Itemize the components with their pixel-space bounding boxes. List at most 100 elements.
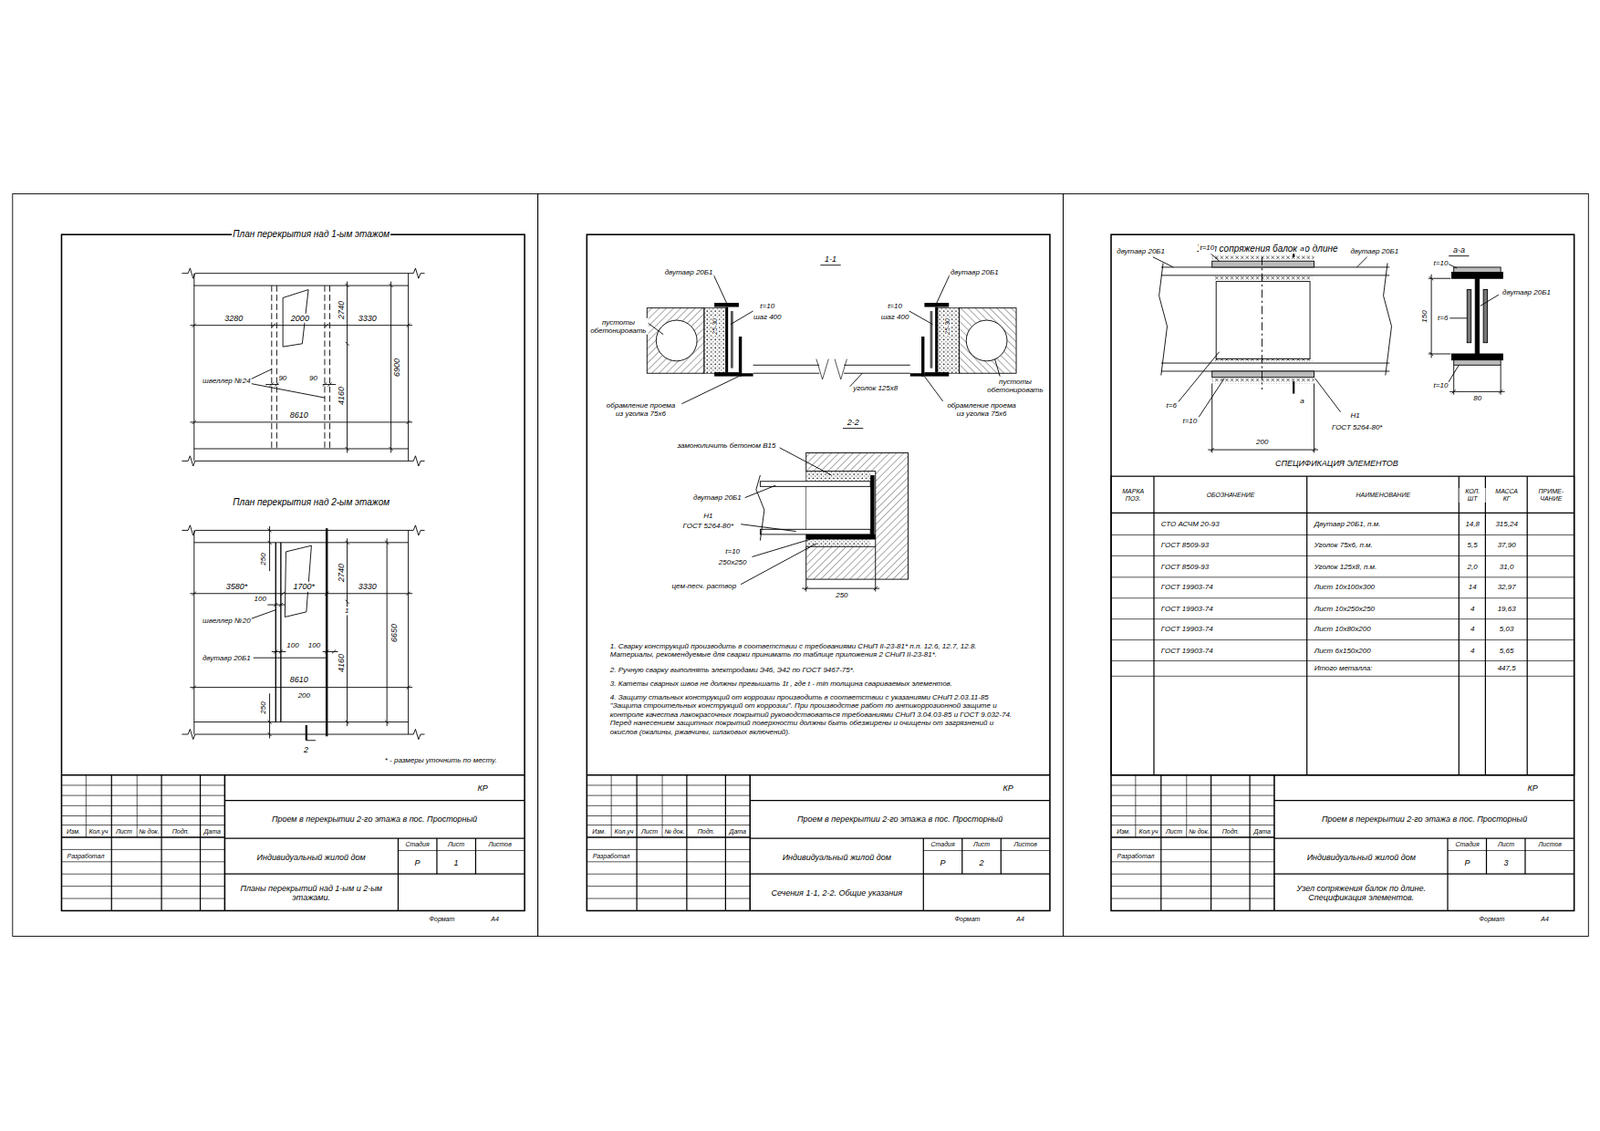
drawing-label: Лист 6х150х200 (1313, 646, 1372, 655)
drawing-label: ГОСТ 8509-93 (1160, 541, 1210, 551)
drawing-label: СТО АСЧМ 20-93 (1160, 519, 1221, 529)
drawing-label: пустоты обетонировать (986, 377, 1046, 395)
drawing-label: Р (939, 858, 947, 868)
drawing-label: Стадия (404, 841, 430, 849)
drawing-label: ГОСТ 8509-93 (1160, 562, 1210, 572)
drawing-label: № док. (663, 828, 686, 836)
drawing-label: Лист (972, 841, 991, 849)
drawing-label: Лист (640, 828, 659, 836)
drawing-label: Проем в перекрытии 2-го этажа в пос. Про… (270, 814, 478, 824)
drawing-label: 80 (1472, 394, 1483, 404)
drawing-label: 90 (308, 374, 319, 383)
drawing-label: t=10 (758, 301, 776, 311)
drawing-label: Стадия (929, 841, 956, 849)
drawing-label: 250 (259, 701, 268, 716)
drawing-label: Кол.уч (87, 828, 109, 836)
drawing-label: 37,90 (1496, 541, 1517, 551)
drawing-label: двутавр 20Б1 (1501, 288, 1552, 297)
drawing-label: 2740 (335, 300, 345, 321)
drawing-label: Разработал (592, 851, 632, 860)
drawing-label: Лист 10х80х200 (1313, 625, 1372, 634)
drawing-label: 14,8 (1464, 519, 1481, 529)
drawing-label: А4 (1539, 915, 1550, 924)
drawing-label: 250х250 (717, 559, 749, 568)
drawing-label: пустоты обетонировать (589, 318, 649, 335)
drawing-label: 4 (1469, 646, 1476, 655)
drawing-label: Узел сопряжения балок по длине (1195, 243, 1339, 255)
drawing-label: а-а (1452, 245, 1466, 255)
drawing-label: Дата (202, 828, 221, 836)
drawing-label: Изм. (591, 828, 607, 836)
drawing-label: обрамление проема из уголка 75х6 (602, 400, 681, 417)
drawing-label: Формат (1478, 915, 1507, 924)
drawing-label: Лист 10х250х250 (1313, 604, 1376, 613)
drawing-label: а (1298, 244, 1305, 253)
drawing-label: t=10 (1433, 259, 1450, 268)
drawing-label: Планы перекрытий над 1-ым и 2-ым этажами… (228, 883, 395, 903)
drawing-label: t=10 (1433, 381, 1450, 390)
drawing-label: Подп. (171, 828, 191, 836)
drawing-label: 1-1 (823, 254, 838, 264)
drawing-label: ГОСТ 5264-80* (682, 522, 735, 531)
drawing-label: 5,03 (1498, 625, 1516, 634)
drawing-label: двутавр 20Б1 (1115, 248, 1166, 257)
drawing-label: обрамление проема из уголка 75х6 (942, 400, 1021, 417)
drawing-label: № док. (1187, 828, 1211, 836)
drawing-label: № док. (137, 828, 161, 836)
drawing-label: 8610 (289, 675, 310, 685)
drawing-label: ГОСТ 19903-74 (1160, 583, 1215, 593)
drawing-label: 447,5 (1496, 664, 1517, 674)
drawing-label: ПРИМЕ- ЧАНИЕ (1529, 487, 1573, 502)
drawing-label: 4160 (335, 385, 345, 406)
drawing-label: двутавр 20Б1 (949, 268, 1000, 277)
drawing-label: 2 (978, 858, 986, 868)
drawing-label: 250 (259, 551, 268, 566)
drawing-label: Индивидуальный жилой дом (1306, 851, 1417, 862)
drawing-label: Листов (487, 841, 513, 849)
drawing-label: А4 (489, 915, 500, 924)
drawing-label: * - размеры уточнить по месту. (384, 757, 499, 766)
drawing-label: 3330 (357, 313, 378, 323)
drawing-label: Р (1464, 858, 1472, 868)
drawing-label: ГОСТ 19903-74 (1160, 646, 1215, 655)
drawing-label: Листов (1537, 841, 1563, 849)
drawing-label: Изм. (65, 828, 82, 836)
drawing-label: 8610 (289, 410, 310, 420)
drawing-label: 3330 (357, 581, 378, 592)
drawing-label: t=10 (1198, 243, 1216, 252)
drawing-label: Итого металла: (1313, 664, 1374, 674)
drawing-label: ГОСТ 19903-74 (1160, 625, 1215, 634)
drawing-label: Дата (728, 828, 748, 836)
drawing-label: 100 (285, 641, 300, 650)
drawing-label: Стадия (1454, 841, 1480, 849)
drawing-label: МАССА КГ (1491, 487, 1522, 502)
drawing-label: План перекрытия над 2-ым этажом (231, 498, 391, 510)
drawing-label: 4 (1469, 625, 1476, 634)
drawing-label: замоноличить бетоном В15 (675, 441, 777, 450)
drawing-label: Дата (1253, 828, 1272, 836)
drawing-label: Подп. (1221, 828, 1241, 836)
drawing-label: t=10 (886, 301, 904, 311)
drawing-label: Кол.уч (613, 828, 635, 836)
drawing-label: ОБОЗНАЧЕНИЕ (1205, 491, 1257, 499)
drawing-label: шаг 400 (752, 312, 783, 322)
drawing-label: Индивидуальный жилой дом (256, 851, 367, 862)
drawing-label: КР (1002, 782, 1015, 792)
drawing-label: 1 (343, 606, 350, 615)
drawing-label: Лист (114, 828, 134, 836)
drawing-label: 3280 (223, 313, 244, 323)
drawing-label: 2. Ручную сварку выполнять электродами Э… (609, 665, 1019, 676)
drawing-label: Р (414, 858, 422, 868)
drawing-label: Сечения 1-1, 2-2. Общие указания (769, 888, 904, 898)
drawing-label: 5,5 (1466, 541, 1479, 551)
drawing-label: КОЛ. ШТ (1459, 487, 1486, 502)
drawing-label: Н1 (702, 511, 714, 520)
drawing-label: КР (476, 782, 489, 792)
drawing-label: Разработал (1116, 851, 1156, 860)
drawing-label: 14 (1467, 583, 1478, 593)
drawing-label: 4. Защиту стальных конструкций от корроз… (609, 693, 1019, 738)
drawing-label: Проем в перекрытии 2-го этажа в пос. Про… (1320, 814, 1528, 824)
drawing-label: Лист (446, 841, 466, 849)
drawing-label: а (1298, 396, 1305, 406)
